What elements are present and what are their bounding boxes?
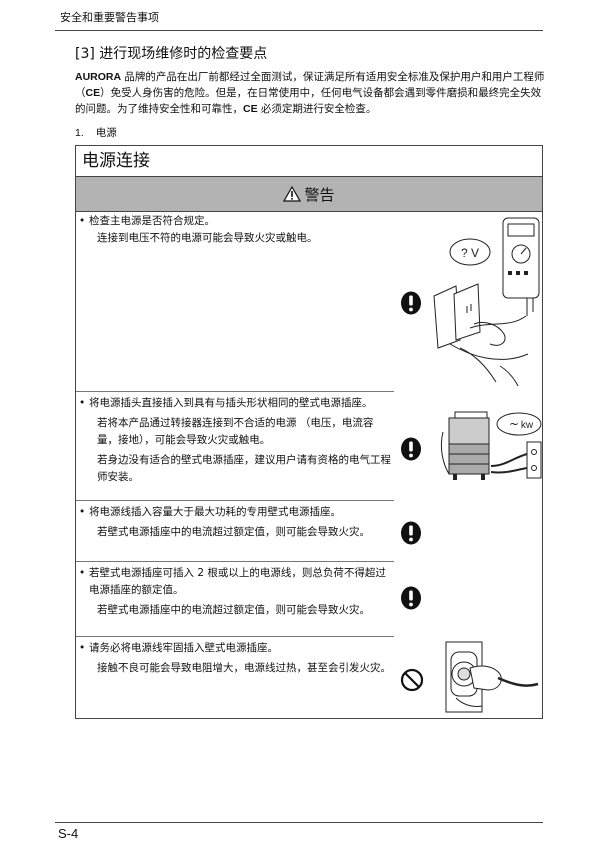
section-title: [3] 进行现场维修时的检查要点: [75, 46, 268, 62]
footer-rule: [55, 822, 543, 823]
bullet: •: [79, 506, 86, 518]
warning-row: • 若壁式电源插座可插入 2 根或以上的电源线，则总负荷不得超过电源插座的额定值…: [76, 565, 394, 619]
bullet: •: [79, 397, 86, 409]
bullet: •: [79, 642, 86, 654]
warning-row: • 将电源插头直接插入到具有与插头形状相同的壁式电源插座。 若将本产品通过转接器…: [76, 395, 394, 486]
intro-paragraph: AURORA 品牌的产品在出厂前都经过全面测试，保证满足所有适用安全标准及保护用…: [75, 69, 545, 117]
intro-text-1: 品牌的产品在出厂前都经过全面测试，保证满足所有适用安全标准及保护用户和用户工程师…: [75, 71, 545, 99]
meter-label: ? V: [461, 246, 479, 260]
row-main-text: 检查主电源是否符合规定。: [89, 215, 215, 227]
list-item-power: 1. 电源: [75, 125, 117, 140]
row-divider: [76, 500, 394, 501]
mandatory-action-icon: [401, 437, 421, 461]
row-main-text: 若壁式电源插座可插入 2 根或以上的电源线，则总负荷不得超过电源插座的额定值。: [89, 567, 386, 596]
row-sub-text: 接触不良可能会导致电阻增大，电源线过热，甚至会引发火灾。: [97, 662, 391, 674]
mandatory-action-icon: [401, 291, 421, 315]
copier-outlet-illustration: ~ kw: [440, 411, 542, 480]
voltmeter-check-illustration: ? V: [433, 217, 540, 387]
warning-bar: 警告: [76, 177, 542, 212]
power-connection-panel: 电源连接 警告 • 检查主电源是否符合规定。 连接到电压不符的电源可能会导致火灾…: [75, 145, 543, 719]
ce-abbrev: CE: [243, 103, 258, 115]
warning-label: 警告: [304, 185, 335, 204]
row-sub-text: 若身边没有适合的壁式电源插座，建议用户请有资格的电气工程师安装。: [97, 454, 391, 483]
prohibition-icon: [400, 668, 424, 692]
item-label: 电源: [95, 127, 117, 139]
bullet: •: [79, 567, 86, 579]
row-main-text: 将电源线插入容量大于最大功耗的专用壁式电源插座。: [89, 506, 341, 518]
row-sub-text: 若将本产品通过转接器连接到不合适的电源 （电压，电流容量，接地），可能会导致火灾…: [97, 417, 374, 446]
row-divider: [76, 561, 394, 562]
bullet: •: [79, 215, 86, 227]
intro-text-3: 必须定期进行安全检查。: [257, 103, 377, 115]
row-sub-text: 若壁式电源插座中的电流超过额定值，则可能会导致火灾。: [97, 526, 370, 538]
mandatory-action-icon: [401, 586, 421, 610]
header-rule: [55, 30, 543, 31]
warning-row: • 请务必将电源线牢固插入壁式电源插座。 接触不良可能会导致电阻增大，电源线过热…: [76, 640, 394, 677]
warning-row: • 检查主电源是否符合规定。 连接到电压不符的电源可能会导致火灾或触电。: [76, 213, 394, 247]
power-label: kw: [521, 420, 534, 431]
running-header: 安全和重要警告事项: [60, 11, 159, 24]
warning-row: • 将电源线插入容量大于最大功耗的专用壁式电源插座。 若壁式电源插座中的电流超过…: [76, 504, 394, 541]
ce-abbrev: CE: [85, 87, 101, 99]
tilde-mark: ~: [509, 417, 519, 431]
item-number: 1.: [75, 127, 84, 139]
row-divider: [76, 636, 394, 637]
intro-text-2: ）免受人身伤害的危险。但是，在日常使用中，任何电气设备都会遇到零件磨损和最终完全…: [75, 87, 542, 115]
plug-insertion-illustration: [445, 641, 539, 713]
page-number: S-4: [58, 826, 79, 841]
row-divider: [76, 391, 394, 392]
row-main-text: 请务必将电源线牢固插入壁式电源插座。: [89, 642, 278, 654]
warning-triangle-icon: [283, 186, 302, 202]
mandatory-action-icon: [401, 521, 421, 545]
panel-title: 电源连接: [76, 146, 542, 177]
row-main-text: 将电源插头直接插入到具有与插头形状相同的壁式电源插座。: [89, 397, 373, 409]
brand-name: AURORA: [75, 71, 122, 83]
row-sub-text: 若壁式电源插座中的电流超过额定值，则可能会导致火灾。: [97, 604, 370, 616]
row-sub-text: 连接到电压不符的电源可能会导致火灾或触电。: [97, 232, 318, 244]
